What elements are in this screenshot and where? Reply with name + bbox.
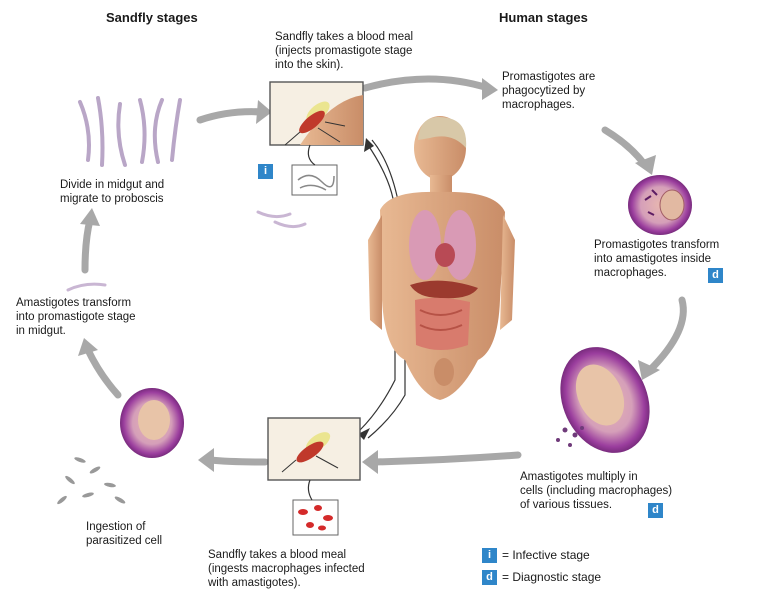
legend-diagnostic-text: = Diagnostic stage bbox=[502, 570, 601, 584]
infective-badge-top: i bbox=[258, 164, 273, 179]
top-blood-meal-label: Sandfly takes a blood meal (injects prom… bbox=[275, 30, 413, 72]
parasitized-cell bbox=[56, 388, 184, 505]
promastigote-small bbox=[68, 212, 305, 290]
phagocytized-label: Promastigotes are phagocytized by macrop… bbox=[502, 70, 595, 112]
diagnostic-badge-2: d bbox=[648, 503, 663, 518]
ingestion-label: Ingestion of parasitized cell bbox=[86, 520, 162, 548]
legend-infective-badge: i bbox=[482, 548, 497, 563]
human-stages-header: Human stages bbox=[499, 10, 588, 25]
top-sandfly-panel bbox=[270, 82, 363, 195]
promastigote-cluster bbox=[80, 98, 180, 165]
divide-label: Divide in midgut and migrate to probosci… bbox=[60, 178, 164, 206]
bottom-blood-meal-label: Sandfly takes a blood meal (ingests macr… bbox=[208, 548, 365, 590]
bottom-sandfly-panel bbox=[268, 418, 360, 535]
infected-cell-large bbox=[544, 332, 667, 467]
sandfly-stages-header: Sandfly stages bbox=[106, 10, 198, 25]
human-body-figure bbox=[368, 116, 515, 400]
amastigote-transform-label: Amastigotes transform into promastigote … bbox=[16, 296, 136, 338]
transform-inside-label: Promastigotes transform into amastigotes… bbox=[594, 238, 719, 280]
diagnostic-badge-1: d bbox=[708, 268, 723, 283]
legend-infective-text: = Infective stage bbox=[502, 548, 590, 562]
legend-diagnostic-badge: d bbox=[482, 570, 497, 585]
macrophage-cell-1 bbox=[628, 175, 692, 235]
